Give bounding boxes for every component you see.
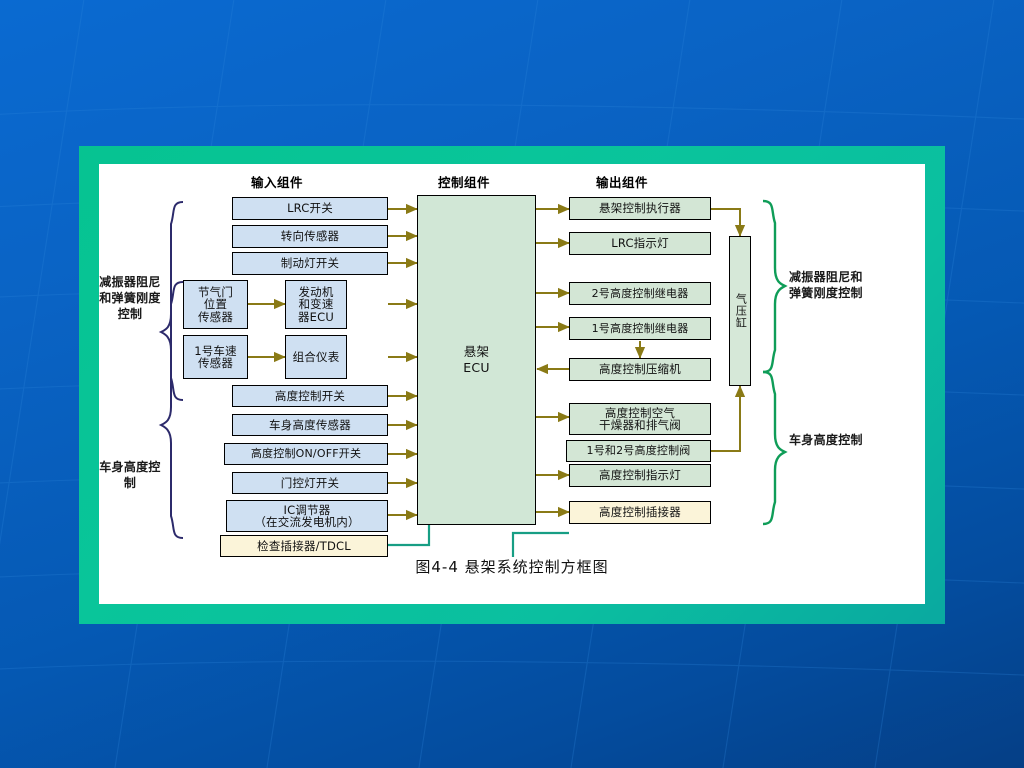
node-engine-transmission-ecu[interactable]: 发动机 和变速 器ECU bbox=[285, 280, 347, 329]
node-vehicle-speed-sensor-1[interactable]: 1号车速 传感器 bbox=[183, 335, 248, 379]
node-suspension-control-actuator[interactable]: 悬架控制执行器 bbox=[569, 197, 711, 220]
label-left-body-height-control: 车身高度控制 bbox=[99, 460, 161, 491]
node-height-control-valve-1-2[interactable]: 1号和2号高度控制阀 bbox=[566, 440, 711, 462]
connector-layer bbox=[158, 199, 788, 557]
node-throttle-position-sensor[interactable]: 节气门 位置 传感器 bbox=[183, 280, 248, 329]
node-body-height-sensor[interactable]: 车身高度传感器 bbox=[232, 414, 388, 436]
label-left-damping-stiffness-control: 减振器阻尼 和弹簧刚度控制 bbox=[99, 275, 161, 322]
diagram-card: 输入组件 控制组件 输出组件 LRC开关 转向传感器 制动灯开关 节气门 位置 … bbox=[99, 164, 925, 604]
node-height-control-relay-1[interactable]: 1号高度控制继电器 bbox=[569, 317, 711, 340]
node-height-control-indicator-lamp[interactable]: 高度控制指示灯 bbox=[569, 464, 711, 487]
label-right-damping-stiffness-control: 减振器阻尼和 弹簧刚度控制 bbox=[789, 270, 863, 301]
figure-caption: 图4-4 悬架系统控制方框图 bbox=[415, 558, 609, 576]
diagram-canvas: 输入组件 控制组件 输出组件 LRC开关 转向传感器 制动灯开关 节气门 位置 … bbox=[99, 164, 925, 604]
node-steering-sensor[interactable]: 转向传感器 bbox=[232, 225, 388, 248]
node-lrc-indicator-lamp[interactable]: LRC指示灯 bbox=[569, 232, 711, 255]
node-height-control-switch[interactable]: 高度控制开关 bbox=[232, 385, 388, 407]
node-lrc-switch[interactable]: LRC开关 bbox=[232, 197, 388, 220]
heading-input-components: 输入组件 bbox=[251, 175, 304, 190]
node-ic-regulator[interactable]: IC调节器 （在交流发电机内） bbox=[226, 500, 388, 532]
node-brake-lamp-switch[interactable]: 制动灯开关 bbox=[232, 252, 388, 275]
node-suspension-ecu[interactable]: 悬架 ECU bbox=[417, 195, 536, 525]
slide-content-frame: 输入组件 控制组件 输出组件 LRC开关 转向传感器 制动灯开关 节气门 位置 … bbox=[79, 146, 945, 624]
node-door-courtesy-switch[interactable]: 门控灯开关 bbox=[232, 472, 388, 494]
node-pneumatic-cylinder[interactable]: 气压缸 bbox=[729, 236, 751, 386]
heading-control-components: 控制组件 bbox=[438, 175, 491, 190]
node-height-control-compressor[interactable]: 高度控制压缩机 bbox=[569, 358, 711, 381]
label-right-body-height-control: 车身高度控制 bbox=[789, 433, 863, 447]
heading-output-components: 输出组件 bbox=[596, 175, 649, 190]
node-combination-meter[interactable]: 组合仪表 bbox=[285, 335, 347, 379]
node-height-control-dryer-exhaust[interactable]: 高度控制空气 干燥器和排气阀 bbox=[569, 403, 711, 435]
node-height-control-onoff-switch[interactable]: 高度控制ON/OFF开关 bbox=[224, 443, 388, 465]
node-check-connector-tdcl[interactable]: 检查插接器/TDCL bbox=[220, 535, 388, 557]
node-height-control-connector[interactable]: 高度控制插接器 bbox=[569, 501, 711, 524]
node-height-control-relay-2[interactable]: 2号高度控制继电器 bbox=[569, 282, 711, 305]
